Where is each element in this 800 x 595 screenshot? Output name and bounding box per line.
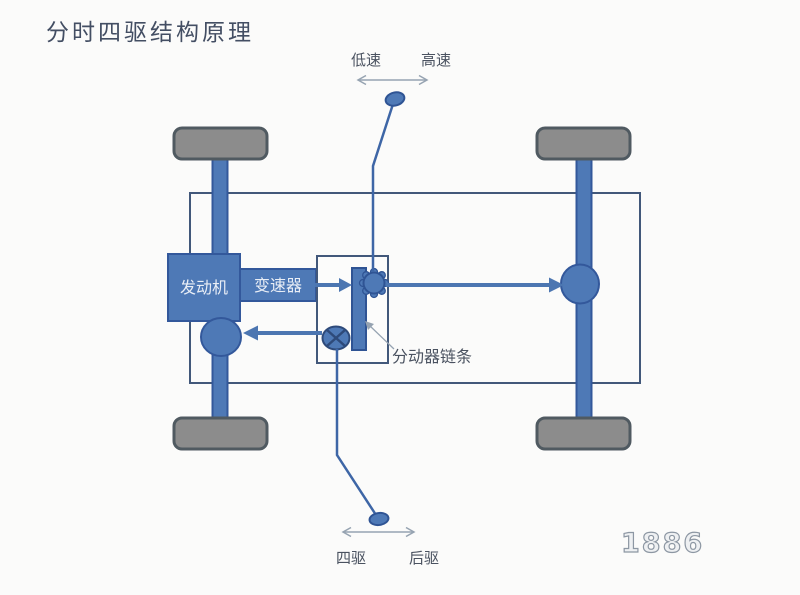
range-shifter-knob	[384, 91, 406, 107]
engine-label: 发动机	[180, 279, 228, 297]
range-double-arrow	[356, 74, 429, 86]
wheel-front-top	[172, 126, 269, 161]
range-shifter-rod	[371, 103, 395, 272]
watermark: 1886	[621, 528, 704, 559]
high-speed-label: 高速	[421, 52, 451, 69]
page-title: 分时四驱结构原理	[46, 20, 254, 45]
front-output-coupler	[321, 325, 351, 351]
drive-shifter-rod	[335, 349, 378, 516]
arrow-to-front-differential	[243, 325, 322, 341]
transfer-chain-label: 分动器链条	[392, 348, 472, 366]
transfer-chain-annotation-arrow	[365, 321, 395, 350]
front-differential	[200, 317, 242, 357]
four-wheel-drive-label: 四驱	[336, 550, 366, 567]
arrow-transmission-to-transfer	[315, 278, 352, 292]
rear-differential	[560, 263, 600, 305]
drive-mode-double-arrow	[341, 526, 416, 538]
engine-box	[167, 253, 241, 322]
transmission-bar	[238, 268, 317, 302]
rear-drive-label: 后驱	[409, 550, 439, 567]
arrow-to-rear-differential	[386, 277, 564, 293]
low-speed-label: 低速	[351, 52, 381, 69]
wheel-rear-top	[535, 126, 632, 161]
wheel-front-bottom	[172, 416, 269, 451]
drive-shifter-knob	[368, 511, 390, 527]
wheel-rear-bottom	[535, 416, 632, 451]
transfer-chain-bar	[351, 267, 367, 351]
transmission-label: 变速器	[254, 277, 302, 295]
gear-coupler	[358, 267, 390, 299]
